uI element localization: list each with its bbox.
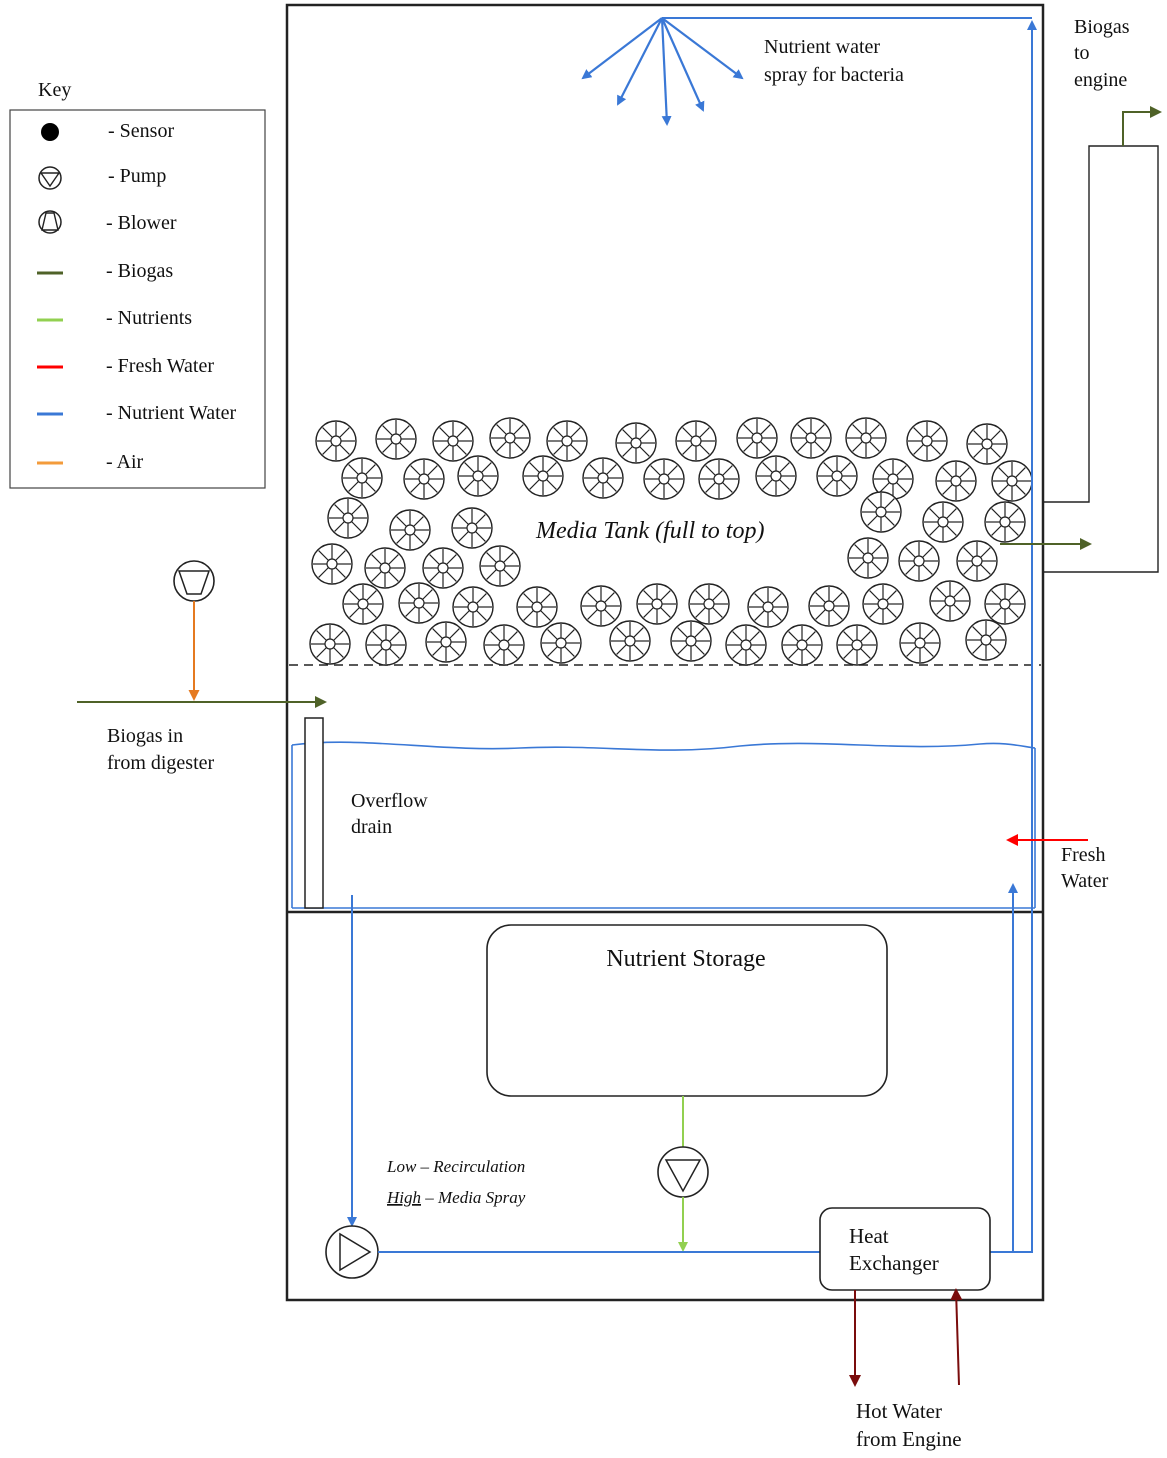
fresh-water-label-line2: Water <box>1061 870 1109 892</box>
heat-exchanger-label-line2: Exchanger <box>849 1251 939 1275</box>
heat-exchanger-label-line1: Heat <box>849 1224 889 1248</box>
overflow-label-line1: Overflow <box>351 790 428 812</box>
key-label-nutrients: - Nutrients <box>106 307 192 329</box>
hot-water-label-line1: Hot Water <box>856 1399 942 1423</box>
overflow-drain-pipe <box>304 717 324 909</box>
spray-label-line1: Nutrient water <box>764 36 880 58</box>
biogas-out-label-line3: engine <box>1074 69 1127 91</box>
sensor-icon <box>41 123 59 141</box>
air-blower-icon <box>173 560 215 602</box>
pump-mode-high: High – Media Spray <box>386 1188 526 1207</box>
key-label-nutrient-water: - Nutrient Water <box>106 402 237 424</box>
spray-nozzle <box>581 17 744 126</box>
biogas-in-label-line2: from digester <box>107 752 215 774</box>
blower-icon <box>38 210 62 234</box>
fresh-water-label-line1: Fresh <box>1061 844 1105 866</box>
biogas-in-label-line1: Biogas in <box>107 725 183 747</box>
media-tank-label: Media Tank (full to top) <box>535 518 764 544</box>
key-label-blower: - Blower <box>106 212 177 234</box>
nutrient-pump-icon <box>657 1146 709 1198</box>
key-label-pump: - Pump <box>108 165 166 187</box>
overflow-label-line2: drain <box>351 816 392 838</box>
nutrient-storage-label: Nutrient Storage <box>606 946 765 972</box>
biogas-out-label-line1: Biogas <box>1074 16 1130 38</box>
water-reservoir <box>291 741 1036 909</box>
pump-mode-low: Low – Recirculation <box>386 1157 525 1176</box>
key-label-fresh-water: - Fresh Water <box>106 355 214 377</box>
biogas-out-label-line2: to <box>1074 42 1090 64</box>
key-label-biogas: - Biogas <box>106 260 173 282</box>
spray-label-line2: spray for bacteria <box>764 64 904 86</box>
key-title: Key <box>38 79 71 101</box>
key-items: - Sensor - Pump - Blower - Biogas - Nutr… <box>37 120 237 473</box>
heat-exchanger <box>819 1207 991 1291</box>
nutrient-storage-tank <box>486 924 888 1097</box>
vessel-outline <box>285 3 1045 1302</box>
hot-water-supply-line <box>950 1288 963 1386</box>
pump-icon <box>38 166 62 190</box>
key-label-air: - Air <box>106 451 144 473</box>
key-label-sensor: - Sensor <box>108 120 174 142</box>
recirculation-pump-icon <box>325 1225 379 1279</box>
hot-water-label-line2: from Engine <box>856 1427 962 1451</box>
biogas-outlet-duct <box>1000 106 1162 573</box>
nutrient-water-riser <box>662 17 1037 1253</box>
